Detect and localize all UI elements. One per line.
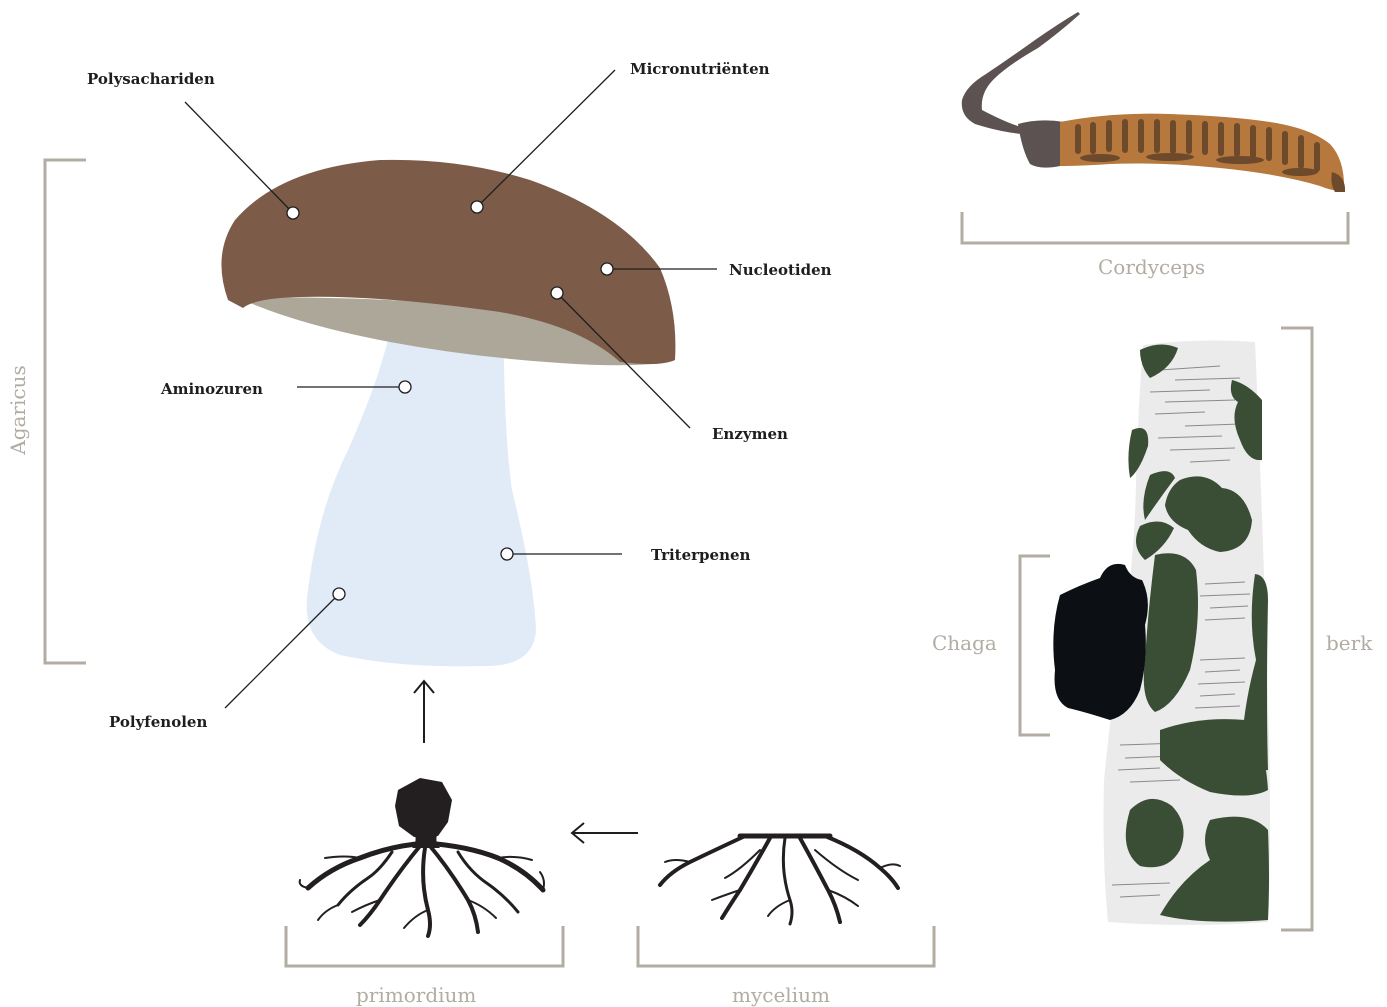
cordyceps-stroma xyxy=(962,12,1080,134)
primordium-roots-icon xyxy=(300,778,544,936)
label-triterpenen: Triterpenen xyxy=(651,548,750,563)
label-nucleotiden: Nucleotiden xyxy=(729,263,832,278)
marker-polysachariden xyxy=(287,207,299,219)
berk-bracket xyxy=(1281,328,1312,930)
chaga-bracket xyxy=(1020,556,1050,735)
agaricus-bracket xyxy=(45,160,86,663)
marker-triterpenen xyxy=(501,548,513,560)
label-agaricus: Agaricus xyxy=(8,365,28,454)
label-polysachariden: Polysachariden xyxy=(87,72,215,87)
cordyceps-bracket xyxy=(962,212,1348,243)
label-aminozuren: Aminozuren xyxy=(161,382,263,397)
label-cordyceps: Cordyceps xyxy=(1098,257,1205,277)
label-primordium: primordium xyxy=(356,985,476,1005)
label-chaga: Chaga xyxy=(932,633,997,653)
arrow-left-icon xyxy=(572,823,638,843)
marker-micronutrienten xyxy=(471,201,483,213)
label-polyfenolen: Polyfenolen xyxy=(109,715,207,730)
leader-polysachariden xyxy=(185,102,293,213)
primordium-knob xyxy=(395,778,452,837)
mycelium-roots-icon xyxy=(660,836,900,924)
birch-trunk-icon xyxy=(1053,341,1270,925)
marker-aminozuren xyxy=(399,381,411,393)
marker-enzymen xyxy=(551,287,563,299)
label-berk: berk xyxy=(1326,633,1372,653)
chaga-conk-icon xyxy=(1053,564,1148,720)
primordium-bracket xyxy=(286,926,563,966)
label-micronutrienten: Micronutriënten xyxy=(630,62,770,77)
cordyceps-caterpillar-icon xyxy=(962,12,1345,192)
marker-nucleotiden xyxy=(601,263,613,275)
mycelium-bracket xyxy=(638,926,934,966)
mushroom-stem xyxy=(307,334,536,667)
arrow-up-icon xyxy=(414,681,434,743)
mushroom-icon xyxy=(221,160,675,666)
leader-polyfenolen xyxy=(225,594,339,708)
marker-polyfenolen xyxy=(333,588,345,600)
label-enzymen: Enzymen xyxy=(712,427,788,442)
label-mycelium: mycelium xyxy=(732,985,830,1005)
